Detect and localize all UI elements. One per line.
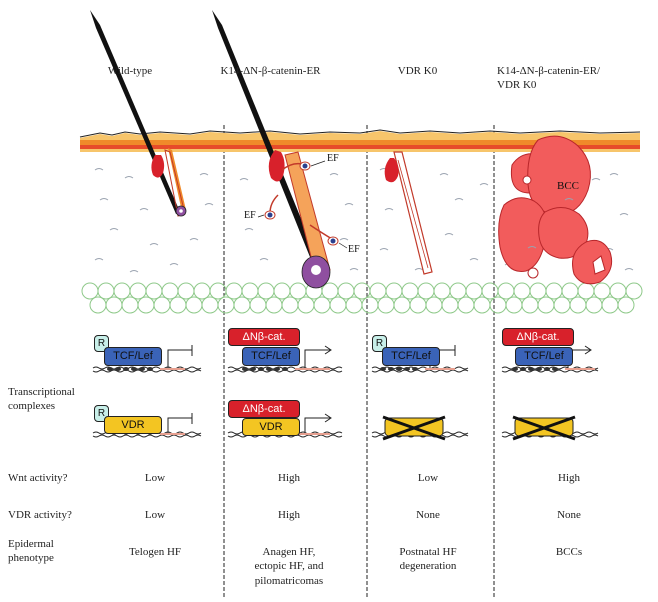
dermis-texture: [94, 168, 634, 273]
delta-n-beta-catenin-box: ΔNβ-cat.: [228, 400, 300, 418]
vdr-activity-value: High: [278, 509, 300, 521]
fat-cell-layer: [81, 282, 643, 314]
vdr-activity-value: Low: [144, 509, 166, 521]
tcf-lef-box: TCF/Lef: [515, 347, 573, 366]
wnt-activity-value: High: [278, 472, 300, 484]
tcf-lef-box: TCF/Lef: [242, 347, 300, 366]
tcf-lef-box: TCF/Lef: [382, 347, 440, 366]
epidermis: [79, 129, 641, 152]
ef-label: EF: [348, 244, 360, 255]
wnt-activity-value: Low: [144, 472, 166, 484]
column-title-wildtype: Wild-type: [107, 65, 153, 77]
vdr-activity-value: None: [416, 509, 440, 521]
column-title-k14-vdr-k0: K14-ΔN-β-catenin-ER/ VDR K0: [497, 65, 601, 91]
delta-n-beta-catenin-box: ΔNβ-cat.: [228, 328, 300, 346]
bcc-stroma-dashes: [527, 178, 601, 249]
row-label-wnt: Wnt activity?: [8, 472, 68, 484]
ef-label: EF: [327, 153, 339, 164]
tcf-lef-box: TCF/Lef: [104, 347, 162, 366]
bcc-label: BCC: [557, 180, 580, 192]
vdr-activity-value: None: [557, 509, 581, 521]
wnt-activity-value: High: [558, 472, 580, 484]
wildtype-follicle: [90, 10, 187, 217]
phenotype-value: Anagen HF, ectopic HF, and pilomatricoma…: [254, 546, 324, 587]
ef-label: EF: [244, 210, 256, 221]
vdr-box: VDR: [242, 418, 300, 436]
row-label-transcriptional: Transcriptional complexes: [8, 386, 75, 413]
phenotype-value: Telogen HF: [128, 546, 182, 558]
dna-binding-dots: [107, 367, 558, 371]
delta-n-beta-catenin-box: ΔNβ-cat.: [502, 328, 574, 346]
phenotype-value: BCCs: [555, 546, 583, 558]
vdr-box: VDR: [104, 416, 162, 434]
k14-follicle: [212, 10, 348, 289]
vdr-k0-follicle: [384, 151, 433, 275]
row-label-vdr: VDR activity?: [8, 509, 72, 521]
phenotype-value: Postnatal HF degeneration: [399, 546, 457, 573]
gene-segments: [160, 368, 595, 435]
vdr-knockout-marks: [382, 415, 576, 441]
bcc-tumors: [498, 135, 613, 285]
column-title-vdr-k0: VDR K0: [397, 65, 438, 77]
wnt-activity-value: Low: [417, 472, 439, 484]
column-title-k14: K14-ΔN-β-catenin-ER: [220, 65, 321, 77]
bcc-inner-outlines: [522, 175, 606, 279]
row-label-phenotype: Epidermal phenotype: [8, 538, 54, 565]
